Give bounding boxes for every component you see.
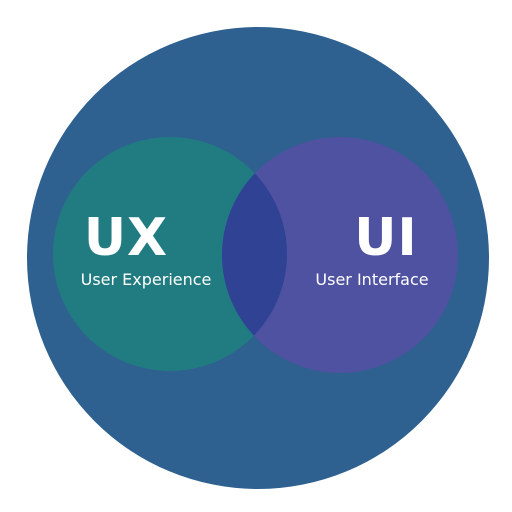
ui-circle [222,137,458,373]
ux-abbreviation: UX [83,208,169,268]
ux-circle [53,137,287,371]
ui-abbreviation: UI [354,208,418,268]
ui-full-name: User Interface [315,270,429,289]
ux-full-name: User Experience [80,270,212,289]
